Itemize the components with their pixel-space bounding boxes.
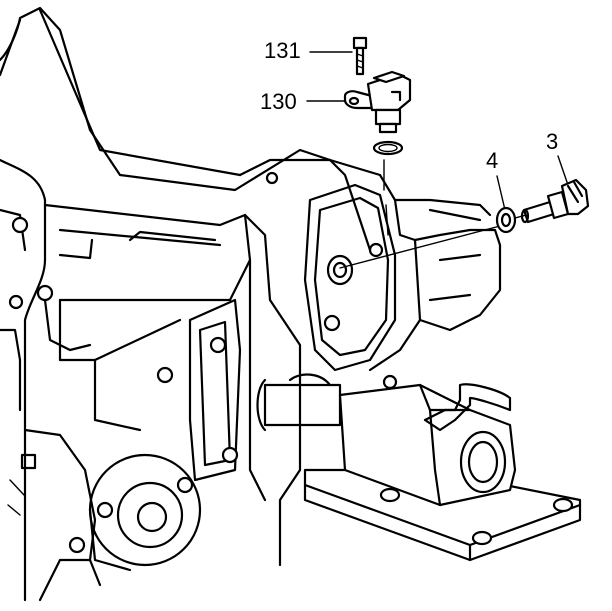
- callout-3-label: 3: [546, 129, 559, 154]
- transmission-housing: [0, 6, 582, 602]
- speed-sensor-icon: [343, 70, 412, 134]
- callout-4-label: 4: [486, 148, 499, 173]
- washer-icon: [495, 206, 517, 234]
- callout-131-label: 131: [264, 38, 301, 63]
- callout-130-label: 130: [260, 89, 297, 114]
- case-bolt-heads: [8, 171, 398, 554]
- bolt-icon: [352, 36, 368, 76]
- mount-stud-3: [552, 497, 574, 513]
- o-ring-icon: [372, 140, 404, 156]
- mount-stud-1: [379, 487, 401, 503]
- mount-stud-2: [471, 530, 493, 546]
- fitting-icon: [520, 178, 590, 224]
